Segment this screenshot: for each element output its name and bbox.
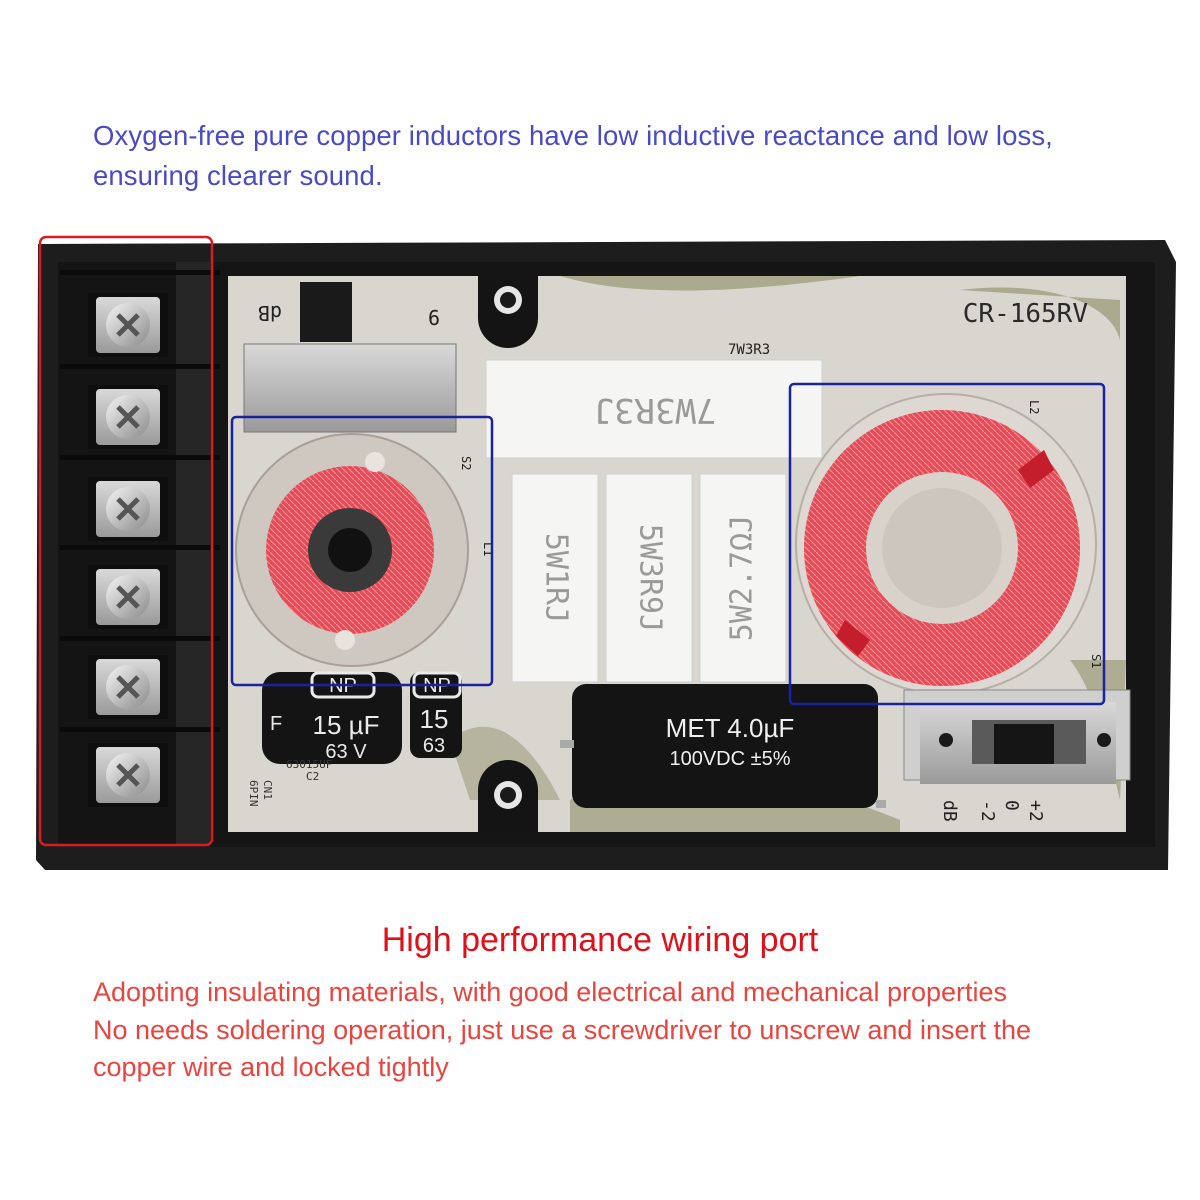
terminal-screw[interactable]	[88, 743, 168, 807]
silk-db-top: dB	[258, 301, 282, 325]
terminal-screw[interactable]	[88, 385, 168, 449]
capacitor-np-1: NP F 15 µF 63 V	[262, 671, 402, 764]
resistor-7w-label: 7W3R3J	[594, 390, 717, 430]
terminal-screws	[88, 293, 168, 807]
switch-db-label: dB	[939, 800, 960, 822]
top-caption: Oxygen-free pure copper inductors have l…	[93, 116, 1173, 196]
silk-pcb-resistor: 7W3R3	[728, 342, 770, 358]
capacitor-np-1-value: 15 µF	[312, 710, 379, 740]
resistor-5w-3: 5W2.7ΩJ	[699, 473, 787, 683]
terminal-screw[interactable]	[88, 293, 168, 357]
highlight-box-inductor-l2	[788, 382, 1106, 706]
highlight-box-terminals	[38, 235, 214, 847]
silk-s1: S1	[1089, 654, 1103, 668]
mounting-hole-top	[478, 276, 538, 348]
capacitor-np-1-voltage: 63 V	[325, 741, 367, 763]
highlight-box-inductor-l1	[230, 415, 494, 687]
section-heading: High performance wiring port	[381, 921, 819, 959]
silk-9: 9	[428, 305, 440, 329]
resistor-5w-3-label: 5W2.7ΩJ	[725, 515, 760, 641]
top-caption-line-1: Oxygen-free pure copper inductors have l…	[93, 120, 1053, 151]
capacitor-met-line1: MET 4.0µF	[666, 713, 795, 743]
inductor-l2	[795, 393, 1097, 695]
resistor-5w-2-label: 5W3R9J	[633, 524, 668, 632]
silk-l2: L2	[1027, 400, 1041, 414]
silk-6pin: 6PIN	[247, 780, 260, 807]
switch-plus2-label: +2	[1025, 800, 1046, 822]
top-caption-line-2: ensuring clearer sound.	[93, 160, 383, 191]
bottom-caption-line-3: copper wire and locked tightly	[93, 1052, 449, 1082]
mounting-hole-bottom	[478, 760, 538, 832]
silk-cn1: CN1	[261, 780, 274, 800]
resistor-7w: 7W3R3J	[485, 359, 823, 459]
silk-c2: C2	[306, 770, 319, 783]
capacitor-met-line2: 100VDC ±5%	[669, 748, 790, 770]
silk-cap-code: 63015UF	[286, 758, 332, 771]
metal-shield-block	[243, 343, 457, 433]
switch-minus2-label: -2	[977, 800, 998, 822]
resistor-5w-2: 5W3R9J	[605, 473, 693, 683]
bottom-caption-line-1: Adopting insulating materials, with good…	[93, 977, 1008, 1007]
bottom-caption: Adopting insulating materials, with good…	[93, 974, 1183, 1087]
switch-0-label: 0	[1001, 800, 1022, 811]
terminal-screw[interactable]	[88, 477, 168, 541]
capacitor-np-2: NP 15 63	[410, 671, 462, 758]
model-label: CR-165RV	[963, 299, 1088, 329]
capacitor-np-2-voltage: 63	[423, 735, 445, 757]
silk-s2: S2	[459, 456, 473, 470]
capacitor-np-2-value: 15	[420, 704, 449, 734]
resistor-5w-1: 5W1RJ	[511, 473, 599, 683]
slide-switch-top[interactable]	[300, 282, 352, 342]
capacitor-met: MET 4.0µF 100VDC ±5%	[560, 684, 886, 808]
terminal-separators	[60, 270, 220, 732]
inductor-l1	[235, 433, 469, 667]
terminal-screw[interactable]	[88, 565, 168, 629]
bottom-caption-line-2: No needs soldering operation, just use a…	[93, 1014, 1031, 1045]
capacitor-np-1-letter: F	[270, 713, 282, 735]
resistor-5w-1-label: 5W1RJ	[539, 533, 574, 623]
terminal-screw[interactable]	[88, 655, 168, 719]
